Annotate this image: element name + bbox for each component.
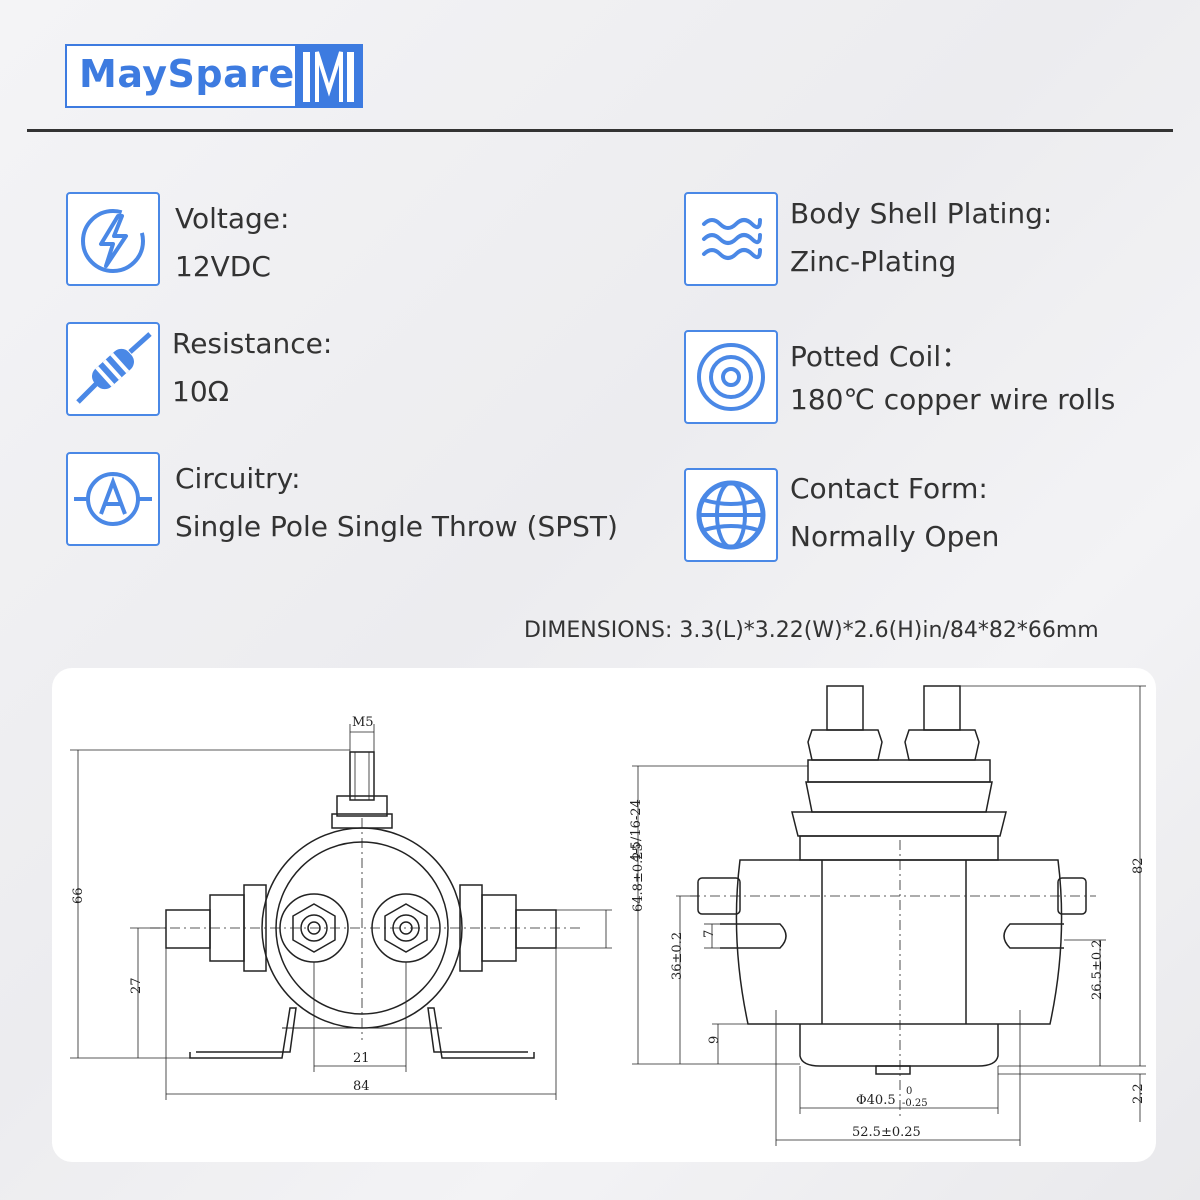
dim-side-gap: 2.2 bbox=[1131, 1083, 1146, 1104]
contact-label: Contact Form: bbox=[790, 472, 988, 505]
wave-icon bbox=[684, 192, 778, 286]
dim-side-tol-upper: 0 bbox=[906, 1086, 912, 1097]
dim-bracket-height: 4-5/16-24 bbox=[629, 799, 644, 862]
ammeter-icon bbox=[66, 452, 160, 546]
header-divider bbox=[27, 129, 1173, 132]
brand-logo: MaySpare bbox=[65, 44, 363, 108]
dim-side-diameter: Φ40.5 bbox=[856, 1093, 896, 1108]
resistor-icon bbox=[66, 322, 160, 416]
dim-side-tol-lower: -0.25 bbox=[902, 1098, 928, 1109]
dim-width: 84 bbox=[353, 1079, 370, 1094]
dim-side-width: 52.5±0.25 bbox=[852, 1125, 921, 1140]
coil-label: Potted Coil： bbox=[790, 340, 970, 373]
voltage-label: Voltage: bbox=[175, 202, 290, 235]
dim-terminal-spacing: 21 bbox=[353, 1051, 370, 1066]
resistance-label: Resistance: bbox=[172, 327, 333, 360]
dim-side-slot: 7 bbox=[702, 930, 717, 938]
circuitry-value: Single Pole Single Throw (SPST) bbox=[175, 510, 618, 543]
lightning-bolt-icon bbox=[66, 192, 160, 286]
dim-terminal-height: 27 bbox=[129, 977, 144, 994]
brand-mark-icon bbox=[295, 44, 363, 108]
side-dimension-lines bbox=[632, 685, 1146, 1146]
dim-side-base: 9 bbox=[707, 1036, 722, 1044]
front-dimension-lines bbox=[70, 724, 612, 1100]
dim-side-h1: 64.8±0.25 bbox=[631, 843, 646, 912]
voltage-value: 12VDC bbox=[175, 250, 271, 283]
dim-side-h2: 36±0.2 bbox=[670, 932, 685, 980]
globe-icon bbox=[684, 468, 778, 562]
side-view bbox=[697, 685, 1087, 1075]
technical-drawing: M5 66 27 21 84 4-5/16-24 bbox=[52, 668, 1156, 1162]
plating-value: Zinc-Plating bbox=[790, 245, 957, 278]
front-view bbox=[165, 751, 557, 1059]
coil-value: 180℃ copper wire rolls bbox=[790, 383, 1116, 416]
dim-side-mount: 26.5±0.2 bbox=[1090, 939, 1105, 1000]
circuitry-label: Circuitry: bbox=[175, 462, 301, 495]
coil-ring-icon bbox=[684, 330, 778, 424]
dim-side-total: 82 bbox=[1131, 857, 1146, 874]
contact-value: Normally Open bbox=[790, 520, 1000, 553]
dimensions-text: DIMENSIONS: 3.3(L)*3.22(W)*2.6(H)in/84*8… bbox=[524, 618, 1099, 643]
drawing-svg: M5 66 27 21 84 4-5/16-24 bbox=[70, 685, 1146, 1146]
dim-thread: M5 bbox=[352, 715, 374, 730]
plating-label: Body Shell Plating: bbox=[790, 197, 1053, 230]
resistance-value: 10Ω bbox=[172, 375, 230, 408]
dim-height: 66 bbox=[71, 887, 86, 904]
brand-name: MaySpare bbox=[79, 52, 295, 96]
